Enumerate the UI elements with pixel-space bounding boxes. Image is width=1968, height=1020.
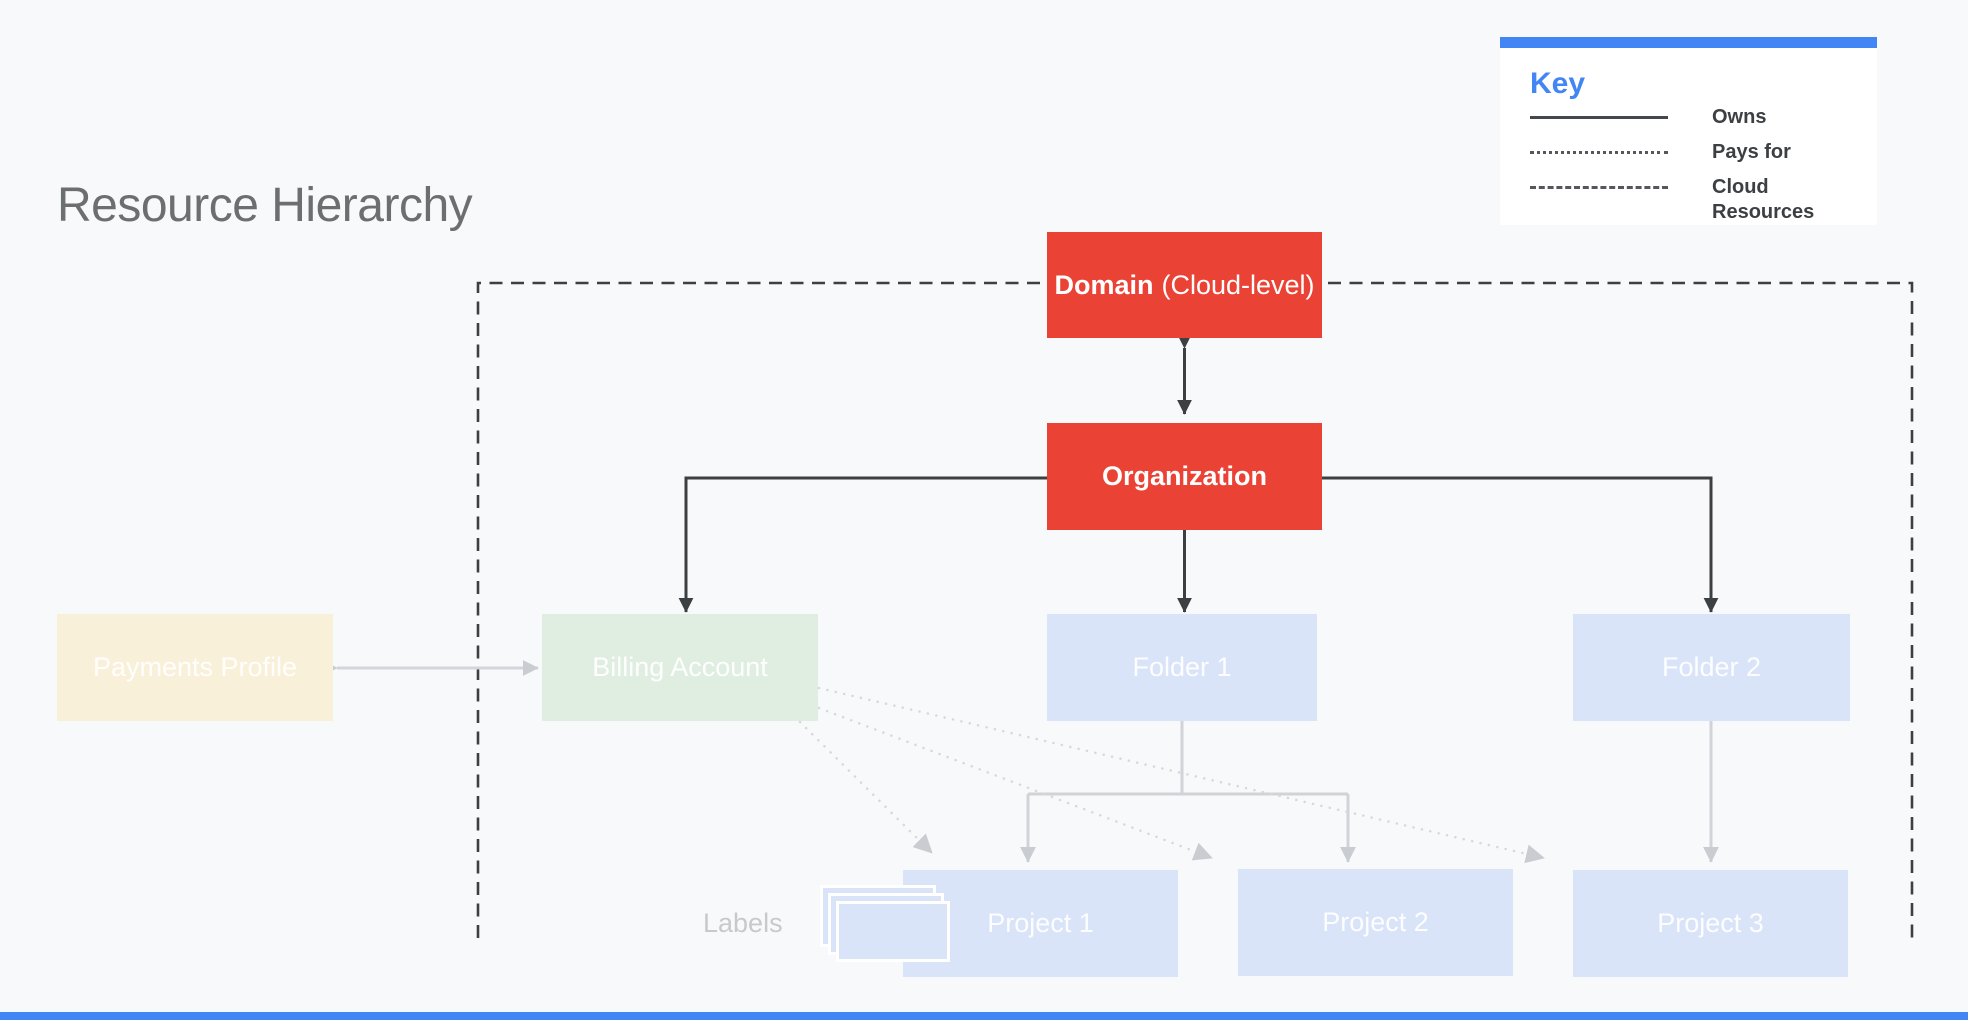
- project-2-label: Project 2: [1322, 907, 1429, 937]
- legend-label-owns: Owns: [1712, 106, 1767, 128]
- domain-label-suffix: (Cloud-level): [1161, 269, 1315, 300]
- legend-accent-bar: [1500, 37, 1877, 48]
- dashed-line-swatch: [1530, 186, 1668, 189]
- domain-label: Domain: [1054, 269, 1154, 300]
- folder-1-label: Folder 1: [1132, 652, 1232, 682]
- legend-panel: Key Owns Pays for Cloud Resources: [1500, 37, 1877, 225]
- node-payments-profile: Payments Profile: [57, 614, 333, 721]
- billing-account-label: Billing Account: [592, 652, 768, 682]
- page-title: Resource Hierarchy: [57, 179, 473, 232]
- payments-profile-label: Payments Profile: [92, 652, 298, 682]
- bottom-accent-bar: [0, 1012, 1968, 1020]
- project-3-label: Project 3: [1657, 908, 1764, 938]
- edge-organization-folder2: [1322, 476, 1719, 613]
- labels-caption: Labels: [703, 908, 783, 938]
- node-project-3: Project 3: [1573, 870, 1848, 977]
- node-domain: Domain (Cloud-level): [1047, 232, 1322, 338]
- node-folder-1: Folder 1: [1047, 614, 1317, 721]
- labels-cards-icon: [836, 901, 950, 962]
- legend-title: Key: [1530, 67, 1586, 100]
- node-project-2: Project 2: [1238, 869, 1513, 976]
- edge-billing-project2: [817, 706, 1214, 861]
- node-organization: Organization: [1047, 423, 1322, 530]
- organization-label: Organization: [1101, 461, 1267, 491]
- edge-billing-project1: [798, 720, 934, 855]
- project-1-label: Project 1: [987, 908, 1094, 938]
- node-folder-2: Folder 2: [1573, 614, 1850, 721]
- edge-organization-billing: [678, 476, 1047, 613]
- legend-label-cloud-resources: Cloud Resources: [1712, 176, 1815, 223]
- legend-label-pays-for: Pays for: [1712, 141, 1791, 163]
- folder-2-label: Folder 2: [1661, 652, 1762, 682]
- cloud-resources-boundary: [476, 281, 1914, 938]
- dotted-line-swatch: [1530, 151, 1668, 154]
- node-billing-account: Billing Account: [542, 614, 818, 721]
- solid-line-swatch: [1530, 116, 1668, 119]
